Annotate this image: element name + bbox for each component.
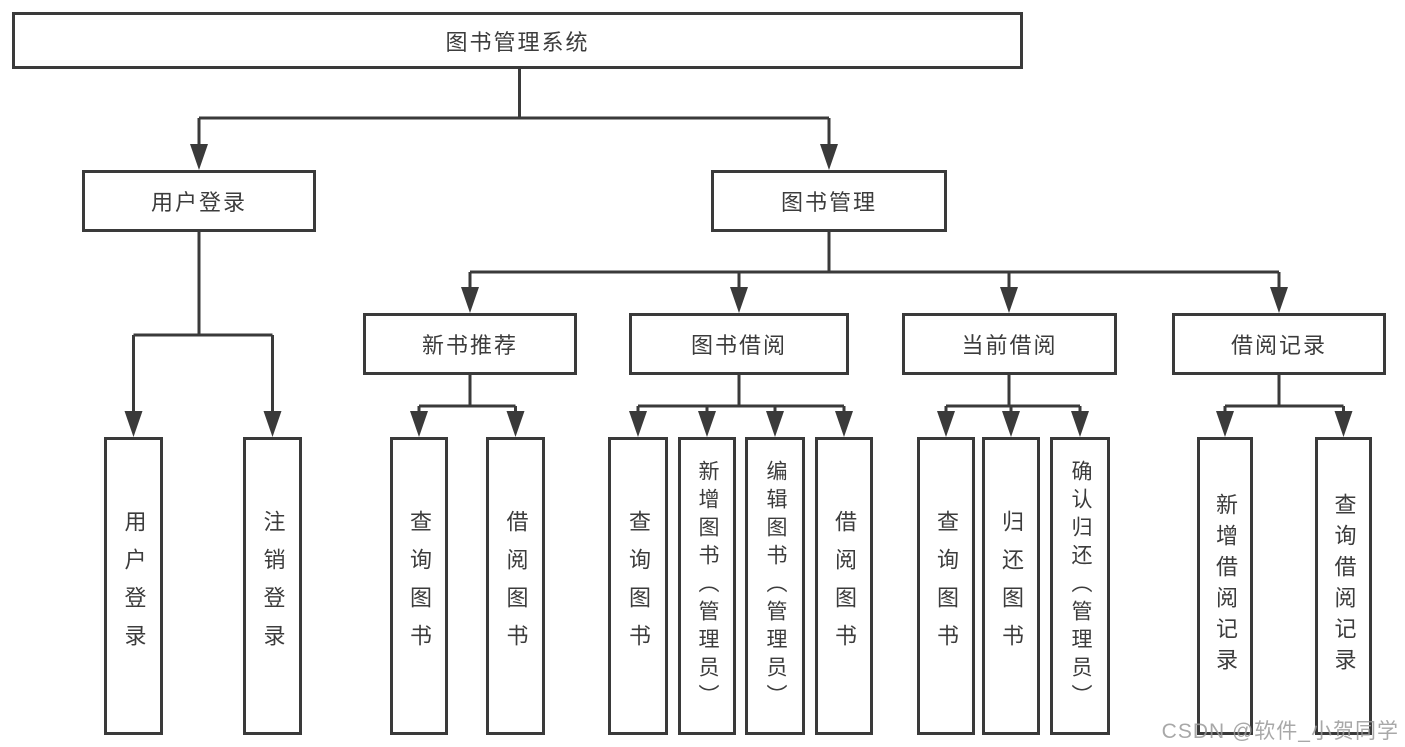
leaf-borrow-books-recommend: 借阅图书 (486, 437, 545, 735)
node-label: 编辑图书（管理员） (764, 460, 787, 712)
node-label: 查询图书 (407, 510, 432, 662)
node-label: 新增图书（管理员） (696, 460, 719, 712)
node-label: 用户登录 (121, 510, 147, 662)
leaf-logout: 注销登录 (243, 437, 302, 735)
node-label: 借阅图书 (832, 510, 857, 662)
leaf-add-borrow-record: 新增借阅记录 (1197, 437, 1253, 735)
node-label: 查询图书 (934, 510, 959, 662)
node-label: 注销登录 (260, 510, 286, 662)
node-current-borrow: 当前借阅 (902, 313, 1117, 375)
leaf-edit-book-admin: 编辑图书（管理员） (745, 437, 805, 735)
node-new-book-recommend: 新书推荐 (363, 313, 577, 375)
node-label: 借阅图书 (503, 510, 529, 662)
node-label: 确认归还（管理员） (1069, 460, 1092, 712)
leaf-query-books-recommend: 查询图书 (390, 437, 448, 735)
node-label: 新增借阅记录 (1213, 493, 1238, 679)
node-book-borrow: 图书借阅 (629, 313, 849, 375)
leaf-query-books-current: 查询图书 (917, 437, 975, 735)
leaf-query-books-borrow: 查询图书 (608, 437, 668, 735)
leaf-query-borrow-record: 查询借阅记录 (1315, 437, 1372, 735)
leaf-add-book-admin: 新增图书（管理员） (678, 437, 736, 735)
leaf-borrow-books: 借阅图书 (815, 437, 873, 735)
node-label: 归还图书 (999, 510, 1024, 662)
leaf-return-books: 归还图书 (982, 437, 1040, 735)
node-borrow-records: 借阅记录 (1172, 313, 1386, 375)
node-label: 查询图书 (626, 510, 651, 662)
node-label: 查询借阅记录 (1331, 493, 1357, 679)
node-book-management: 图书管理 (711, 170, 947, 232)
leaf-user-login: 用户登录 (104, 437, 163, 735)
csdn-watermark: CSDN @软件_小贺同学 (1161, 720, 1399, 743)
node-user-login: 用户登录 (82, 170, 316, 232)
node-root-library-system: 图书管理系统 (12, 12, 1023, 69)
leaf-confirm-return-admin: 确认归还（管理员） (1050, 437, 1110, 735)
